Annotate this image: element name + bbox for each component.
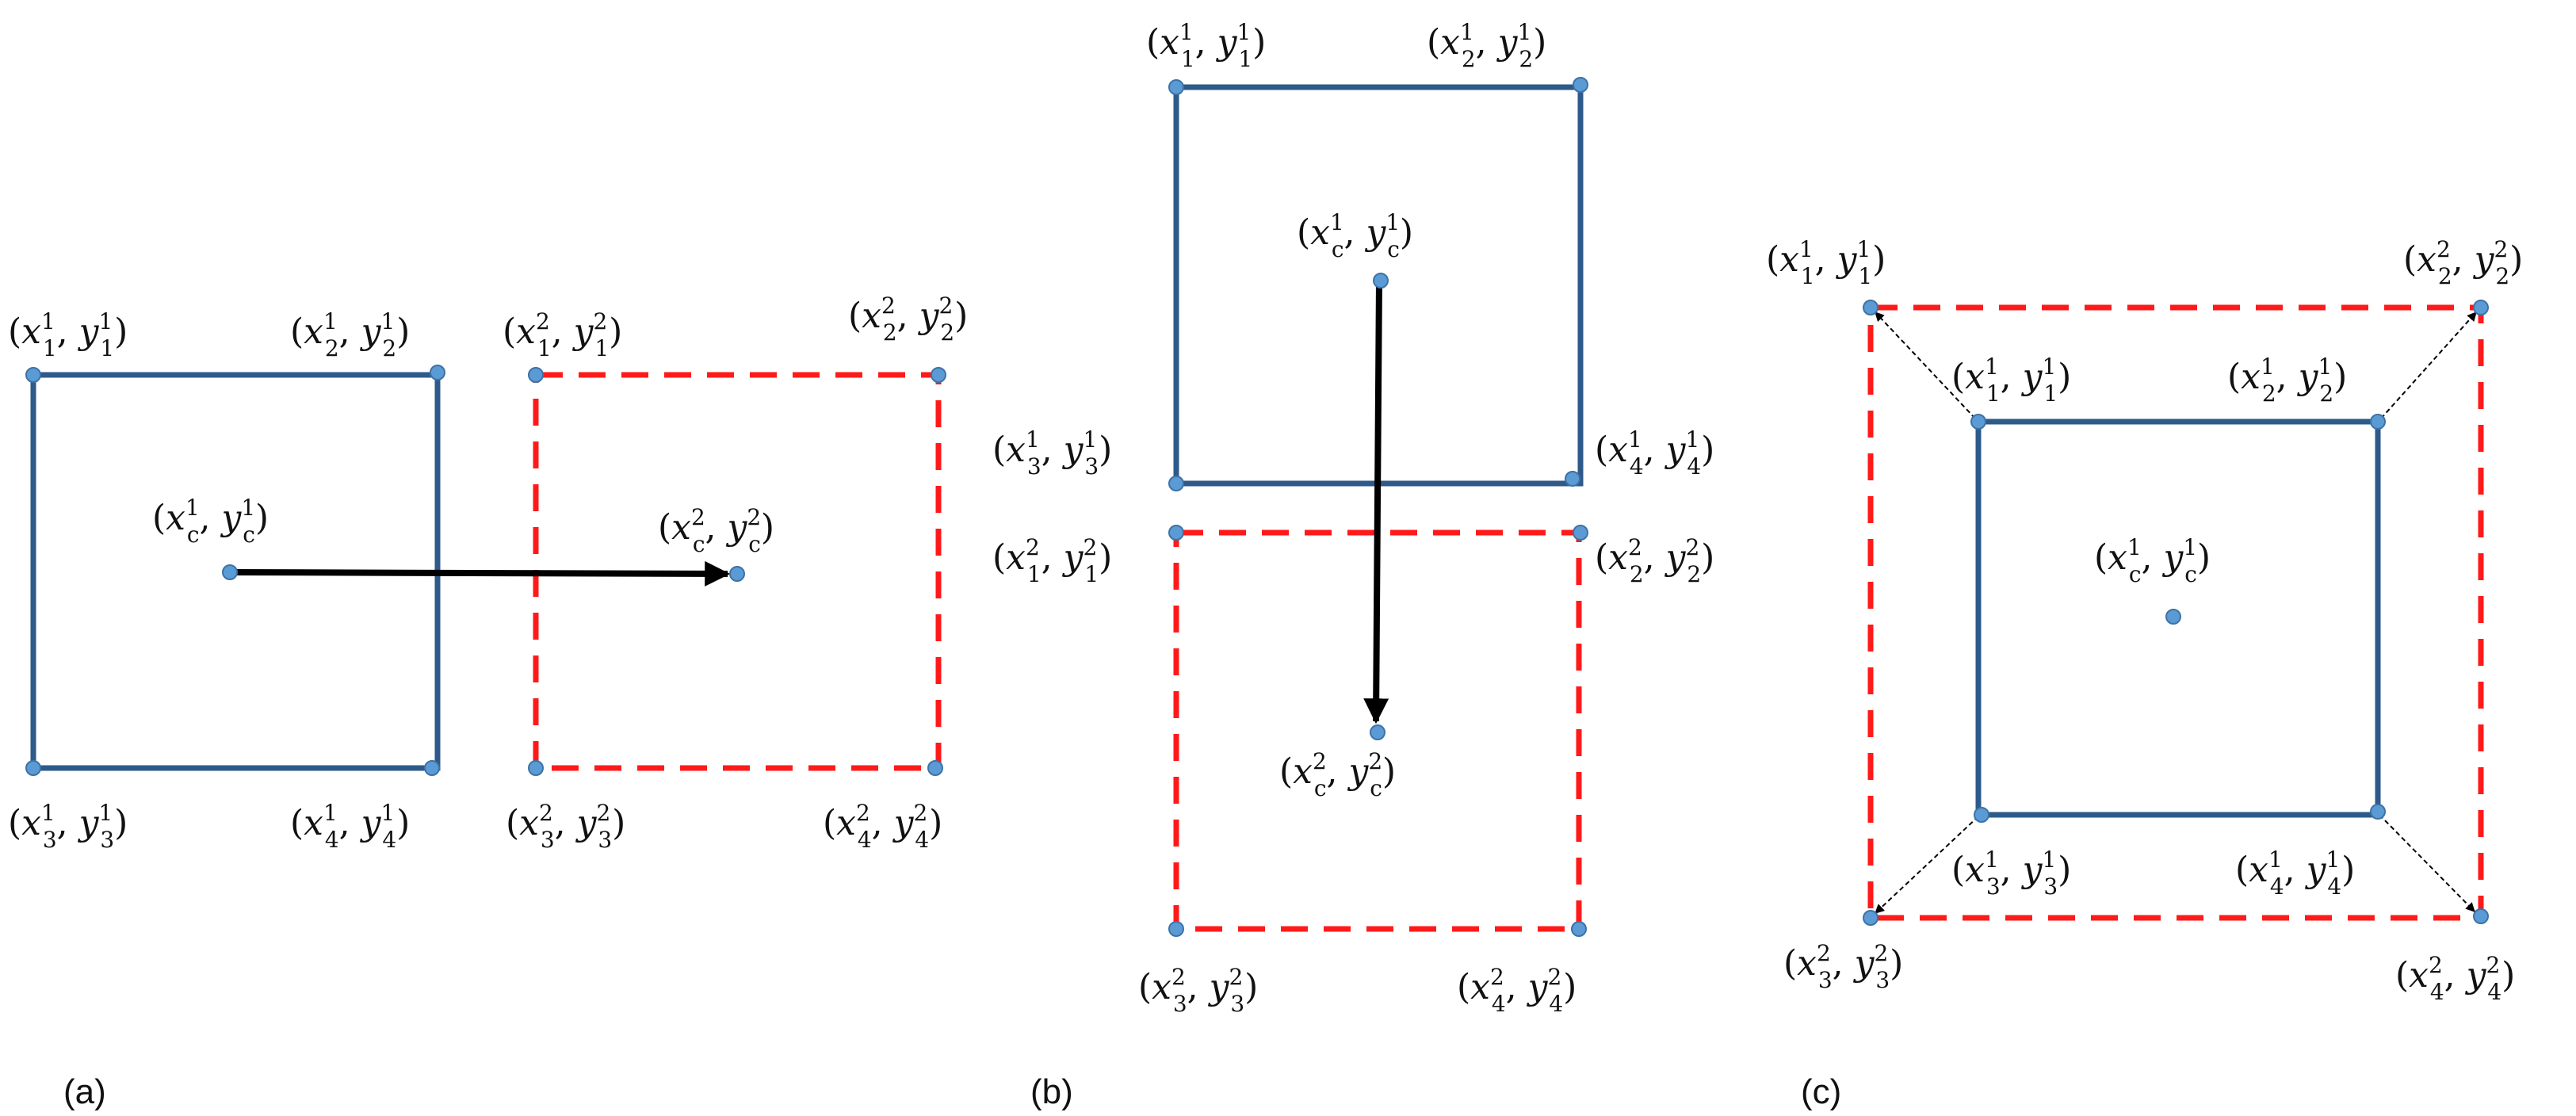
vertex-dot [25,760,41,776]
scaling-arrow [1875,311,1976,419]
vertex-dot [1573,77,1588,93]
center-dot [222,564,238,580]
panel-caption: (c) [1801,1072,1841,1111]
vertex-dot [1571,921,1587,937]
vertex-dot [528,760,544,776]
vertex-dot [1565,471,1580,487]
center-dot [1373,273,1389,289]
vertex-dot [1168,476,1184,491]
vertex-dot [1974,807,1989,823]
vertex-dot [1863,910,1878,926]
center-dot [729,566,745,582]
scaled-box [1867,304,2484,921]
vertex-dot [2473,908,2489,924]
panel-caption: (a) [63,1072,106,1111]
vertex-dot [430,365,445,380]
translated-box [1173,529,1582,932]
vertex-dot [1573,525,1588,541]
center-dot [1370,724,1385,740]
translation-arrow [1363,280,1389,724]
vertex-dot [2473,300,2489,315]
vertex-dot [927,760,943,776]
scaling-arrow [2379,814,2475,912]
vertex-dot [1168,921,1184,937]
vertex-dot [1168,79,1184,95]
vertex-dot [931,367,946,383]
vertex-dot [1970,414,1986,430]
center-dot [2165,609,2181,625]
vertex-dot [424,760,440,776]
translation-arrow [229,560,731,587]
original-box [1975,418,2381,818]
vertex-dot [25,367,41,383]
vertex-dot [2370,414,2386,430]
vertex-dot [528,367,544,383]
panel-caption: (b) [1030,1072,1073,1111]
vertex-dot [1863,300,1878,315]
vertex-dot [1168,525,1184,541]
scaling-arrow [2380,311,2477,419]
vertex-dot [2370,804,2386,820]
